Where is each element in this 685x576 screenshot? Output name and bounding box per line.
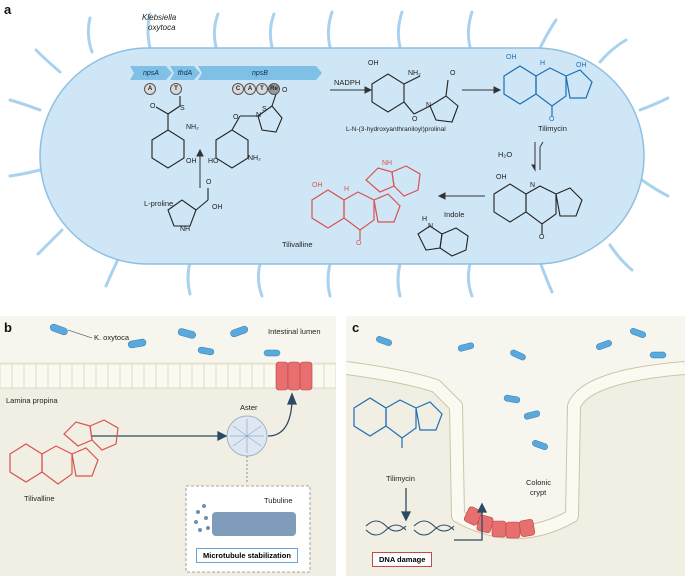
atom-o-3: O <box>282 87 288 94</box>
molecule-proline <box>167 188 209 227</box>
panel-c: Tilimycin Colonic crypt DNA damage <box>346 316 685 576</box>
bacteria-c <box>376 328 667 450</box>
bacterium-diagram <box>8 10 670 298</box>
colonic-label: Colonic <box>526 478 552 487</box>
tilimycin-molecule-c <box>353 397 443 448</box>
bacteria-b <box>49 323 281 357</box>
atom-n-2: N <box>426 102 432 109</box>
molecule-prolinal <box>371 73 459 123</box>
tubuline-label: Tubuline <box>264 496 293 505</box>
atom-oh-2: OH <box>368 60 379 67</box>
domain-Re: Re <box>268 83 280 95</box>
panel-c-letter: c <box>352 320 360 335</box>
atom-oh-pro: OH <box>212 204 223 211</box>
organism-label-genus: Klebsiella <box>142 13 177 22</box>
label-intermediate: L-N-(3-hydroxyanthraniloyl)prolinal <box>346 126 446 133</box>
dna-damage-label: DNA damage <box>372 552 433 567</box>
k-oxytoca-label: K. oxytoca <box>94 333 130 342</box>
tilivalline-molecule-b <box>9 419 119 485</box>
atom-nh-pro: NH <box>180 226 191 233</box>
bacterium-cell <box>39 47 645 265</box>
aster-label: Aster <box>240 403 258 412</box>
atom-nh2-1: NH₂ <box>186 124 199 131</box>
atom-h-indole: H <box>422 216 428 223</box>
atom-n-3: N <box>530 182 536 189</box>
dna-icon <box>365 520 455 536</box>
domain-T1: T <box>170 83 182 95</box>
molecule-imine <box>493 183 583 234</box>
atom-n-indole: N <box>428 223 434 230</box>
label-tilivalline-a: Tilivalline <box>282 240 313 249</box>
atom-nh-3: NH <box>382 160 393 167</box>
organism-label-species: oxytoca <box>148 23 176 32</box>
label-proline: L-proline <box>144 199 174 208</box>
panel-b-letter: b <box>4 320 12 335</box>
molecule-tilivalline <box>311 165 421 240</box>
molecule-anthraniloyl-thioester <box>151 96 185 169</box>
atom-n-1: N <box>256 112 262 119</box>
label-water: H₂O <box>498 150 513 159</box>
atom-nh-1: H <box>540 60 546 67</box>
domain-A: A <box>144 83 156 95</box>
atom-oh-5: OH <box>496 174 507 181</box>
crypt-label: crypt <box>530 488 547 497</box>
atom-nh2-2: NH₂ <box>248 155 261 162</box>
lamina-propina-label: Lamina propina <box>6 396 58 405</box>
atom-o-8: O <box>356 240 362 247</box>
tilimycin-label-c: Tilimycin <box>386 474 415 483</box>
atom-oh-1: OH <box>186 158 197 165</box>
atom-s-2: S <box>262 106 267 113</box>
domain-A2: A <box>244 83 256 95</box>
atom-s-1: S <box>180 105 185 112</box>
intestinal-lumen-label: Intestinal lumen <box>268 327 321 336</box>
damaged-cells-b <box>275 361 313 391</box>
molecule-tilimycin <box>503 65 593 116</box>
panel-c-illustration <box>346 316 685 576</box>
atom-o-2: O <box>233 114 239 121</box>
atom-o-7: O <box>539 234 545 241</box>
domain-T2: T <box>256 83 268 95</box>
panel-a-letter: a <box>4 2 12 17</box>
atom-o-1: O <box>150 103 156 110</box>
label-indole: Indole <box>444 210 465 219</box>
atom-o-5: O <box>412 116 418 123</box>
gene-npsA: npsA <box>130 66 172 80</box>
atom-oh-3: OH <box>506 54 517 61</box>
atom-o-6: O <box>549 116 555 123</box>
crypt-epithelium <box>346 368 685 576</box>
microtubule-stabilization-label: Microtubule stabilization <box>196 548 298 563</box>
atom-oh-6: OH <box>312 182 323 189</box>
atom-nh2-3: NH₂ <box>408 70 421 77</box>
panel-b: K. oxytoca Intestinal lumen Lamina propi… <box>0 316 336 576</box>
atom-oh-4: OH <box>576 62 587 69</box>
panel-b-illustration <box>0 316 336 573</box>
atom-h-2: H <box>344 186 350 193</box>
gene-npsB: npsB <box>198 66 322 80</box>
atom-o-4: O <box>450 70 456 77</box>
molecule-indole <box>417 225 469 257</box>
tilivalline-label-b: Tilivalline <box>24 494 55 503</box>
gene-thdA: thdA <box>170 66 200 80</box>
label-tilimycin-a: Tilimycin <box>538 124 567 133</box>
atom-ho-1: HO <box>208 158 219 165</box>
domain-C: C <box>232 83 244 95</box>
damaged-cells-c <box>463 506 536 539</box>
label-nadph: NADPH <box>334 78 361 87</box>
atom-o-pro: O <box>206 179 212 186</box>
